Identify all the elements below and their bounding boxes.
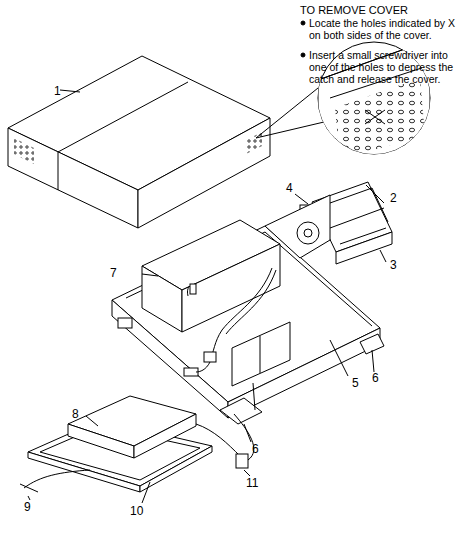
callout-number: 2 bbox=[390, 192, 397, 205]
callout-number: 9 bbox=[24, 501, 31, 514]
callout-number: 1 bbox=[54, 85, 61, 98]
callout-number: 11 bbox=[246, 477, 258, 490]
note-heading: TO REMOVE COVER bbox=[300, 4, 408, 17]
callout-number: 7 bbox=[110, 267, 117, 280]
instruction-note: Insert a small screwdriver into one of t… bbox=[309, 49, 455, 85]
callout-number: 3 bbox=[390, 259, 397, 272]
callout-number: 6 bbox=[372, 372, 379, 385]
callout-number: 4 bbox=[286, 182, 293, 195]
callout-number: 10 bbox=[130, 505, 143, 518]
callout-number: 5 bbox=[352, 377, 359, 390]
instruction-note: Locate the holes indicated by X on both … bbox=[309, 17, 455, 41]
callout-number: 8 bbox=[72, 408, 79, 421]
callout-number: 6 bbox=[252, 443, 259, 456]
